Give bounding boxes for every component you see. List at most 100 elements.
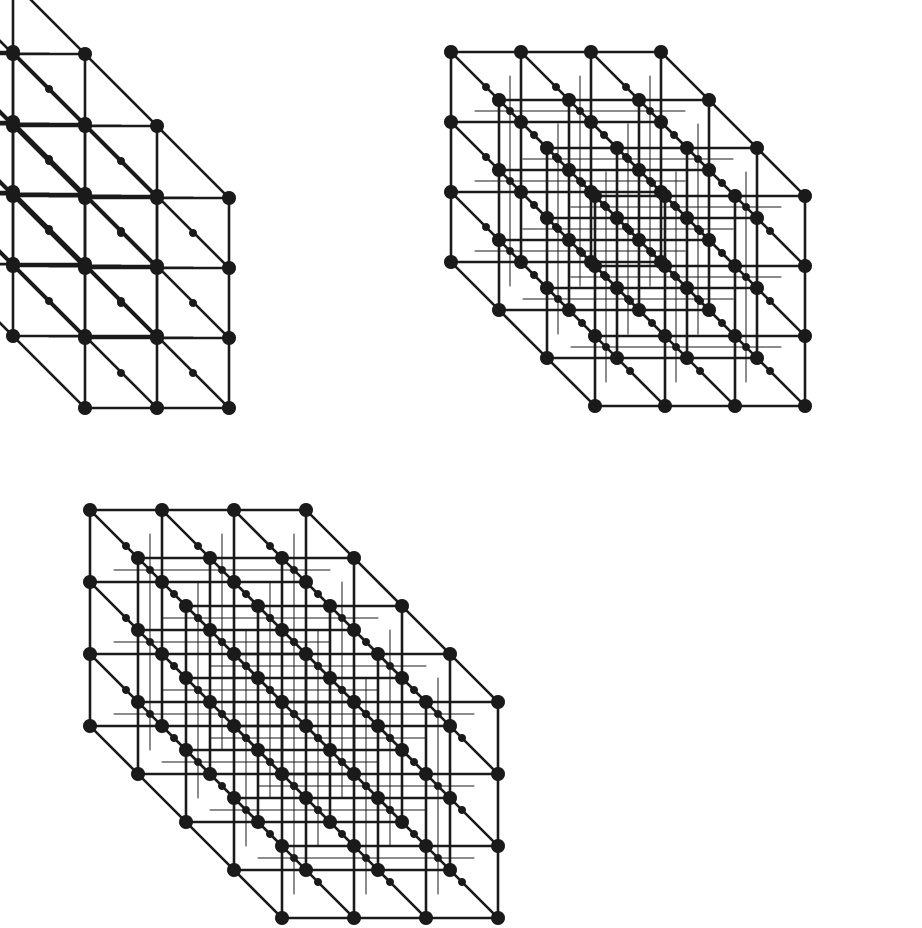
bold-edge [234, 510, 282, 558]
corner-node [419, 695, 433, 709]
corner-node [6, 115, 20, 129]
corner-node [610, 281, 624, 295]
face-node [194, 614, 202, 622]
corner-node [395, 743, 409, 757]
face-node [766, 367, 774, 375]
bold-edge [450, 870, 498, 918]
corner-node [584, 185, 598, 199]
corner-node [514, 115, 528, 129]
face-node [362, 782, 370, 790]
face-node [600, 271, 608, 279]
corner-node [443, 791, 457, 805]
bold-edge [354, 558, 402, 606]
lattice-bottom [83, 503, 505, 925]
bold-edge [306, 870, 354, 918]
center-node [742, 203, 750, 211]
corner-node [444, 255, 458, 269]
corner-node [680, 281, 694, 295]
center-node [434, 854, 442, 862]
corner-node [654, 45, 668, 59]
center-node [194, 758, 202, 766]
corner-node [491, 767, 505, 781]
corner-node [347, 767, 361, 781]
corner-node [514, 255, 528, 269]
corner-node [702, 303, 716, 317]
corner-node [222, 331, 236, 345]
corner-node [728, 329, 742, 343]
face-node [338, 758, 346, 766]
face-node [386, 734, 394, 742]
face-node [530, 271, 538, 279]
corner-node [654, 115, 668, 129]
face-node [170, 662, 178, 670]
corner-node [131, 623, 145, 637]
face-node [242, 662, 250, 670]
corner-node [347, 839, 361, 853]
face-node [242, 590, 250, 598]
corner-node [728, 259, 742, 273]
corner-node [299, 575, 313, 589]
face-node [314, 662, 322, 670]
corner-node [227, 575, 241, 589]
corner-node [540, 351, 554, 365]
center-node [742, 343, 750, 351]
bold-edge [450, 798, 498, 846]
face-node [626, 297, 634, 305]
face-node [410, 758, 418, 766]
corner-node [155, 503, 169, 517]
bold-edge [0, 124, 13, 196]
bold-edge [13, 0, 85, 54]
face-node [189, 369, 197, 377]
corner-node [6, 45, 20, 59]
face-node [410, 830, 418, 838]
corner-node [299, 503, 313, 517]
bold-edge [0, 54, 13, 126]
corner-node [179, 743, 193, 757]
center-node [218, 566, 226, 574]
bold-edge [378, 870, 426, 918]
bold-edge [451, 192, 499, 240]
corner-node [251, 671, 265, 685]
corner-node [632, 163, 646, 177]
corner-node [610, 141, 624, 155]
corner-node [6, 329, 20, 343]
center-node [146, 710, 154, 718]
face-node [194, 686, 202, 694]
corner-node [750, 141, 764, 155]
corner-node [227, 647, 241, 661]
bold-edge [451, 262, 499, 310]
face-node [578, 179, 586, 187]
face-node [266, 686, 274, 694]
corner-node [83, 647, 97, 661]
corner-node [750, 281, 764, 295]
corner-node [83, 719, 97, 733]
center-node [694, 155, 702, 163]
corner-node [632, 233, 646, 247]
corner-node [299, 863, 313, 877]
face-node [600, 201, 608, 209]
corner-node [222, 191, 236, 205]
corner-node [750, 211, 764, 225]
face-node [189, 299, 197, 307]
center-node [672, 343, 680, 351]
corner-node [702, 163, 716, 177]
corner-node [251, 743, 265, 757]
lattice-top-left [0, 0, 236, 415]
face-node [338, 686, 346, 694]
face-node [122, 686, 130, 694]
face-node [314, 590, 322, 598]
corner-node [540, 211, 554, 225]
corner-node [6, 257, 20, 271]
center-node [554, 295, 562, 303]
corner-node [588, 399, 602, 413]
corner-node [419, 911, 433, 925]
face-node [766, 297, 774, 305]
face-node [170, 590, 178, 598]
face-node [189, 229, 197, 237]
face-node [45, 297, 53, 305]
corner-node [491, 839, 505, 853]
bold-edge [90, 510, 138, 558]
corner-node [444, 45, 458, 59]
corner-node [6, 185, 20, 199]
corner-node [150, 259, 164, 273]
